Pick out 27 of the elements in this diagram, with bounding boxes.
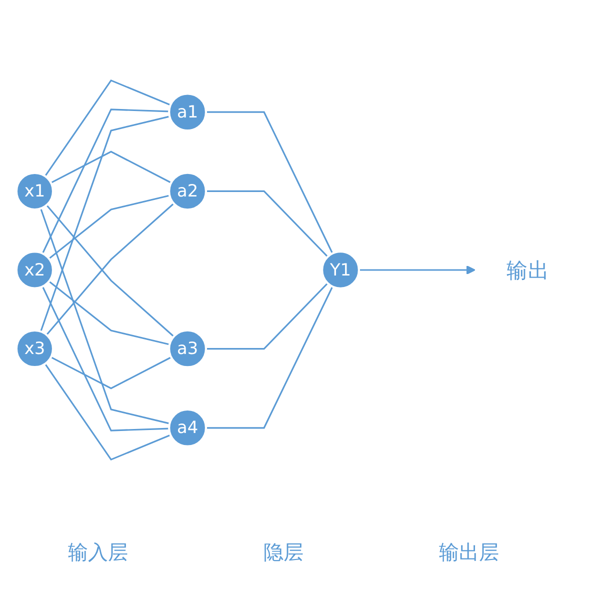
connector <box>40 208 170 424</box>
connector <box>50 150 172 184</box>
connector <box>206 190 328 257</box>
connector <box>48 280 170 345</box>
layer-label: 隐层 <box>263 539 304 566</box>
connector <box>42 286 170 431</box>
connector <box>44 362 171 460</box>
node-circle: x2 <box>15 250 54 289</box>
connector <box>42 108 170 254</box>
node-circle: Y1 <box>321 250 360 289</box>
connector <box>206 110 334 254</box>
connector <box>50 356 172 389</box>
node-circle: a2 <box>168 171 208 210</box>
layer-label: 输出层 <box>439 539 500 566</box>
node-circle: x3 <box>15 328 54 368</box>
node-text: 输出 <box>506 256 549 282</box>
node-circle: a1 <box>168 92 208 132</box>
node-circle: x1 <box>15 171 54 210</box>
connector <box>40 115 170 332</box>
layer-label: 输入层 <box>68 539 128 566</box>
node-circle: a3 <box>168 328 208 368</box>
connector <box>206 286 334 428</box>
connector <box>206 282 328 350</box>
connector <box>44 78 171 176</box>
arrow <box>358 264 476 274</box>
connector <box>48 194 170 259</box>
node-circle: a4 <box>168 408 208 447</box>
